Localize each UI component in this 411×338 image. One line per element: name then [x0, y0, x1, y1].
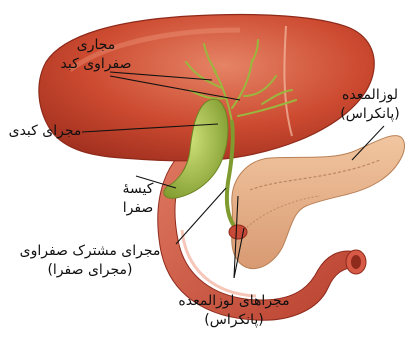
label-hepatic-duct: مجرای کبدی	[0, 122, 90, 141]
pancreas	[232, 136, 405, 269]
label-pancreatic-ducts: مجراهای لوزالمعده (پانکراس)	[164, 292, 304, 330]
label-common-bile-duct: مجرای مشترک صفراوی (مجرای صفرا)	[10, 242, 170, 280]
duodenal-papilla	[229, 225, 247, 239]
label-pancreas: لوزالمعده (پانکراس)	[330, 86, 410, 124]
label-gallbladder: کیسهٔ صفرا	[98, 180, 178, 218]
label-hepatic-ducts: مجاری صفراوی کبد	[26, 36, 166, 74]
